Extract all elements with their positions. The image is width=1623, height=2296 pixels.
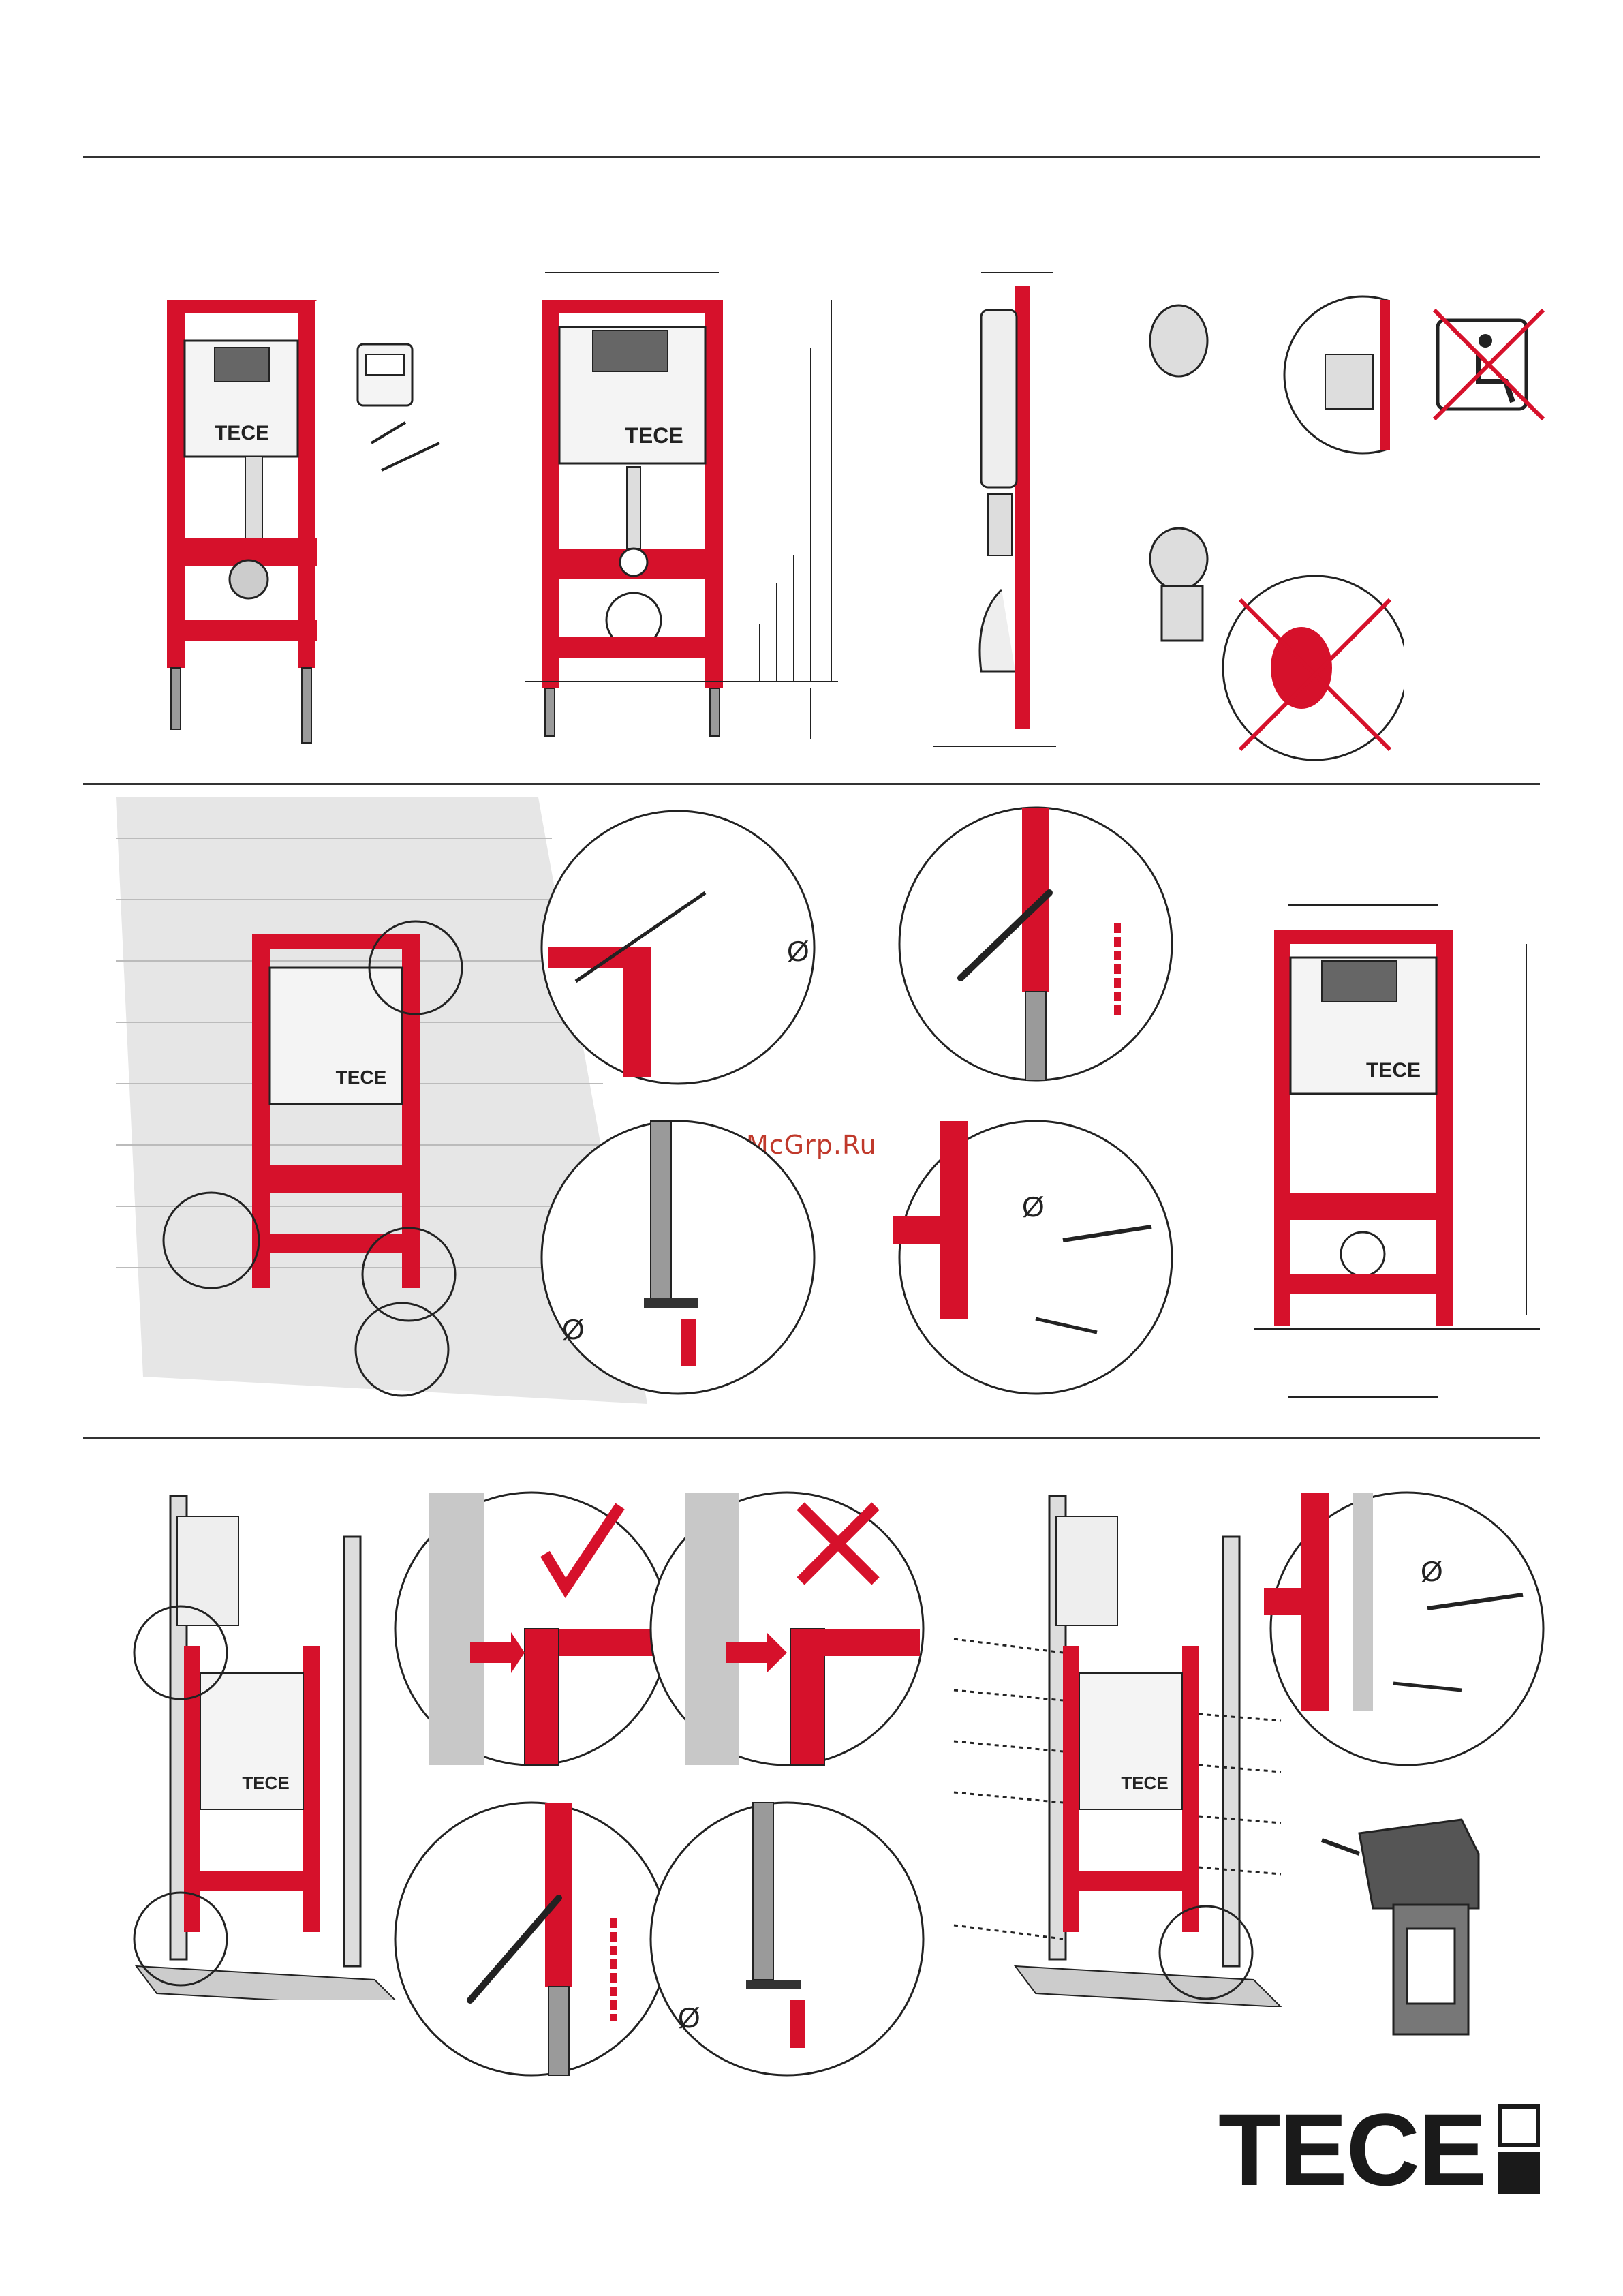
section-rule-2 <box>83 1437 1540 1439</box>
stud-wall-overview: TECE <box>129 1489 402 2000</box>
diameter-symbol-5: Ø <box>1421 1555 1443 1587</box>
frame-logo-text-4: TECE <box>1366 1059 1421 1082</box>
diameter-symbol: Ø <box>787 935 809 967</box>
stud-screw-detail: Ø <box>1264 1486 1550 1772</box>
tece-brand-logo: TECE <box>1218 2098 1540 2201</box>
brand-wordmark: TECE <box>1218 2098 1485 2201</box>
frame-logo-text-3: TECE <box>336 1067 387 1088</box>
accessibility-prohibited-icon <box>1431 307 1547 423</box>
section-rule-top <box>83 156 1540 158</box>
brand-squares-icon <box>1498 2104 1540 2194</box>
frame-logo-text-5: TECE <box>242 1773 289 1793</box>
frame-adjust-detail <box>893 801 1179 1087</box>
frame-logo-text-2: TECE <box>625 423 683 448</box>
drill-icon <box>1318 1792 1482 2045</box>
frame-logo-text-6: TECE <box>1121 1773 1168 1793</box>
wall-screw-detail: Ø <box>893 1114 1179 1400</box>
diameter-symbol-3: Ø <box>1022 1191 1045 1223</box>
diameter-symbol-4: Ø <box>678 2002 700 2034</box>
anchor-install-detail: Ø <box>535 804 821 1090</box>
height-adjust-detail <box>388 1796 675 2082</box>
frame-front-view-dimensioned: TECE <box>525 262 852 753</box>
floor-anchor-detail: Ø <box>535 1114 821 1400</box>
diameter-symbol-2: Ø <box>562 1313 585 1345</box>
section-rule-1 <box>83 783 1540 785</box>
frame-logo-text: TECE <box>215 422 269 444</box>
frame-perspective-view: TECE <box>146 286 467 750</box>
incorrect-fit-detail <box>644 1486 930 1772</box>
flush-pipe-detail <box>1131 286 1390 463</box>
frame-side-view-dimensioned <box>906 262 1083 753</box>
stud-floor-anchor-detail: Ø <box>644 1796 930 2082</box>
correct-fit-detail <box>388 1486 675 1772</box>
frame-front-view-2: TECE <box>1254 893 1540 1411</box>
flame-prohibited-detail <box>1131 518 1404 763</box>
